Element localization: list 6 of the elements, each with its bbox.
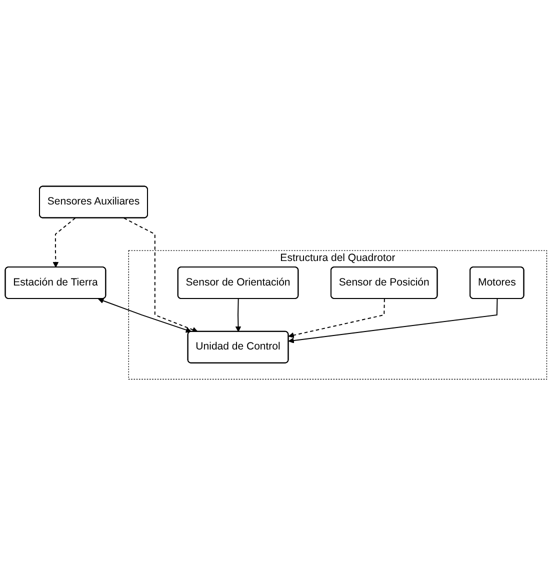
arrow bbox=[98, 298, 192, 333]
arrow bbox=[288, 298, 498, 344]
arrow bbox=[288, 298, 385, 338]
arrow bbox=[235, 298, 242, 332]
arrow bbox=[123, 218, 198, 333]
arrow bbox=[52, 218, 76, 268]
